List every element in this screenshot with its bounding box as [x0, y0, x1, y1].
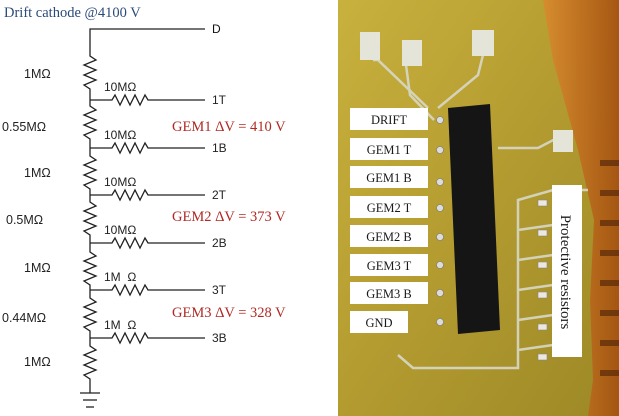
series-resistor-label: 0.55MΩ [2, 120, 46, 134]
branch-terminal-label: 3B [212, 331, 227, 345]
layer-label-list: DRIFT GEM1 T GEM1 B GEM2 T GEM2 B GEM3 T… [350, 108, 428, 333]
branch-terminal-label: 2T [212, 188, 227, 202]
terminal-d-label: D [212, 22, 221, 36]
series-resistor-label: 1MΩ [24, 67, 51, 81]
gem-stack-connector [448, 104, 500, 334]
series-resistor-label: 1MΩ [24, 261, 51, 275]
series-resistor-label: 0.5MΩ [6, 213, 43, 227]
branch-resistor-label: 10MΩ [104, 128, 136, 142]
layer-label: GEM3 B [366, 287, 412, 301]
branch-resistor-label: 1M Ω [104, 270, 136, 284]
gem2-voltage-label: GEM2 ΔV = 373 V [172, 209, 286, 225]
layer-label: GEM3 T [367, 259, 412, 273]
layer-label: GEM1 B [366, 171, 412, 185]
series-resistor-label: 1MΩ [24, 166, 51, 180]
layer-label: DRIFT [371, 113, 407, 127]
branch-terminal-label: 1B [212, 141, 227, 155]
series-resistor-label: 1MΩ [24, 355, 51, 369]
branch-resistor-label: 10MΩ [104, 223, 136, 237]
branch-terminal-label: 3T [212, 283, 227, 297]
layer-label: GEM1 T [367, 143, 412, 157]
gem3-voltage-label: GEM3 ΔV = 328 V [172, 305, 286, 321]
layer-label: GEM2 B [366, 230, 412, 244]
gem1-voltage-label: GEM1 ΔV = 410 V [172, 119, 286, 135]
layer-label: GEM2 T [367, 201, 412, 215]
drift-cathode-header: Drift cathode @4100 V [4, 5, 141, 21]
branch-resistor-label: 10MΩ [104, 175, 136, 189]
branch-terminal-label: 1T [212, 93, 227, 107]
series-resistor-label: 0.44MΩ [2, 311, 46, 325]
protective-resistors-label-box: Protective resistors [552, 185, 582, 357]
gem-board-photo: DRIFT GEM1 T GEM1 B GEM2 T GEM2 B GEM3 T… [338, 0, 619, 416]
voltage-divider-schematic: Drift cathode @4100 V D 1MΩ 0.55MΩ 1MΩ 0… [2, 5, 286, 408]
layer-label: GND [365, 316, 392, 330]
protective-resistors-label: Protective resistors [557, 215, 573, 330]
branch-terminal-label: 2B [212, 236, 227, 250]
branch-resistor-label: 10MΩ [104, 80, 136, 94]
branch-resistor-label: 1M Ω [104, 318, 136, 332]
